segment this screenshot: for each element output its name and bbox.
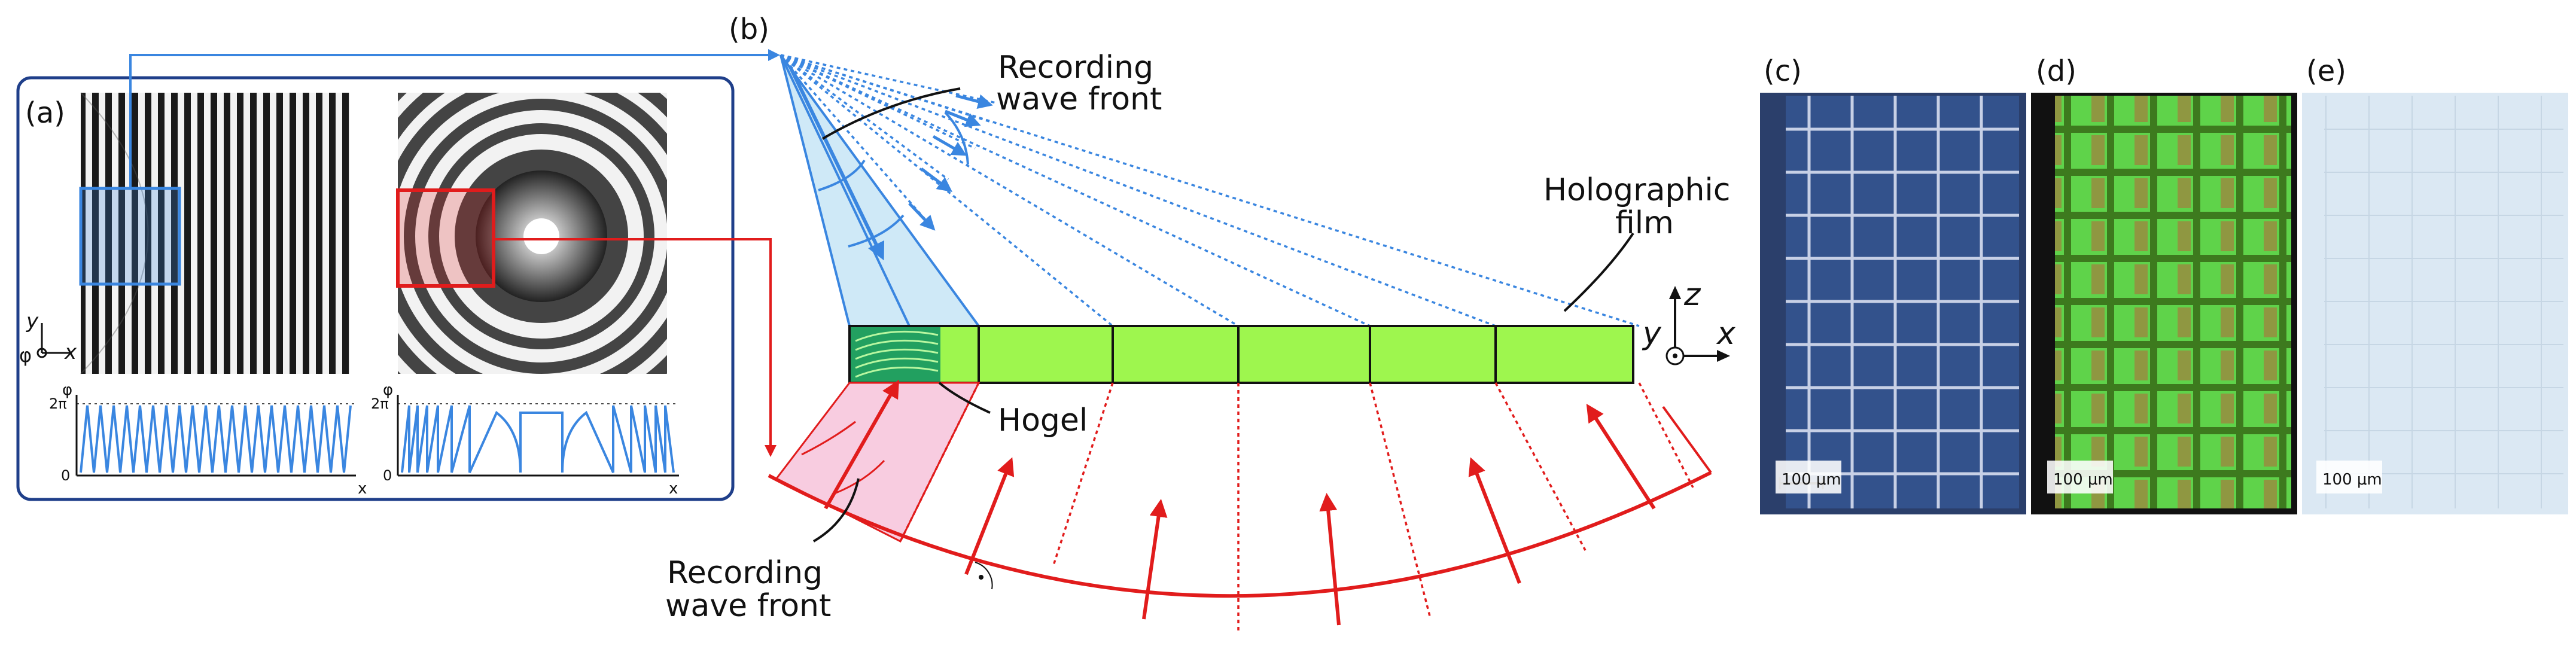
plot2-chirp [401, 405, 675, 473]
scale-bar-e: 100 μm [2322, 471, 2382, 489]
panel-c-label: (c) [1764, 54, 1802, 88]
plot2-y-top: 2π [371, 395, 389, 412]
blue-selection-box [79, 187, 181, 286]
axis-x-label-b: x [1716, 316, 1736, 352]
axis-origin-icon [36, 348, 47, 358]
blue-rays [780, 54, 1640, 327]
axis-phi-label: φ [19, 344, 32, 367]
plot1-y-zero: 0 [61, 467, 70, 484]
panel-b: (b) [665, 13, 1736, 631]
zone-plate-image [398, 93, 667, 374]
red-ray-arrows [824, 379, 1656, 626]
red-wave-front-arc [768, 471, 1712, 598]
holographic-film [848, 325, 1634, 384]
panel-a: (a) y x φ [16, 76, 735, 501]
red-selection-box [396, 188, 495, 288]
red-connector [494, 238, 777, 457]
blue-wave-arrow [788, 65, 885, 261]
plot2-x-label: x [669, 480, 678, 498]
axis-x-label: x [64, 340, 77, 364]
plot2-y-zero: 0 [383, 467, 392, 484]
panel-e-label: (e) [2306, 54, 2346, 88]
axis-z-label: z [1683, 277, 1701, 313]
red-cone [775, 382, 981, 543]
micrograph-e: (e) 100 μm [2302, 54, 2568, 514]
micrograph-c: (c) 100 μm [1760, 54, 2026, 514]
recording-bottom-line1: Recording [667, 555, 823, 591]
phase-plot-1: φ 2π 0 x [49, 381, 367, 498]
axis-y-label-b: y [1642, 316, 1662, 352]
film-line1: Holographic [1543, 172, 1730, 208]
red-rays [899, 382, 1694, 631]
hogel-fringes [855, 330, 939, 378]
blue-connector [129, 49, 780, 188]
chirp-grating-curvature [80, 92, 149, 374]
panel-d-label: (d) [2036, 54, 2076, 88]
hogel-label: Hogel [998, 403, 1088, 438]
scale-bar-d: 100 μm [2053, 471, 2113, 489]
plot1-y-top: 2π [49, 395, 67, 412]
recording-top-line1: Recording [998, 50, 1153, 86]
phase-plot-2: φ 2π 0 x [371, 381, 679, 498]
blue-ray-arrows [908, 94, 993, 231]
panel-b-label: (b) [729, 13, 769, 46]
plot1-sawtooth [80, 405, 352, 473]
micrograph-d: (d) 100 μm [2031, 54, 2297, 514]
panel-a-label: (a) [25, 96, 65, 130]
plot1-y-label: φ [62, 381, 72, 399]
plot1-x-label: x [358, 480, 367, 498]
chirp-grating-image [81, 93, 350, 374]
plot2-y-label: φ [383, 381, 393, 399]
scale-bar-c: 100 μm [1782, 471, 1841, 489]
coordinate-system: z y x [1642, 277, 1736, 365]
axis-y-label: y [26, 309, 39, 333]
panel-a-frame [16, 76, 735, 501]
recording-bottom-line2: wave front [665, 588, 831, 624]
film-line2: film [1615, 205, 1674, 241]
right-angle-mark [975, 562, 993, 590]
recording-top-line2: wave front [996, 81, 1162, 117]
